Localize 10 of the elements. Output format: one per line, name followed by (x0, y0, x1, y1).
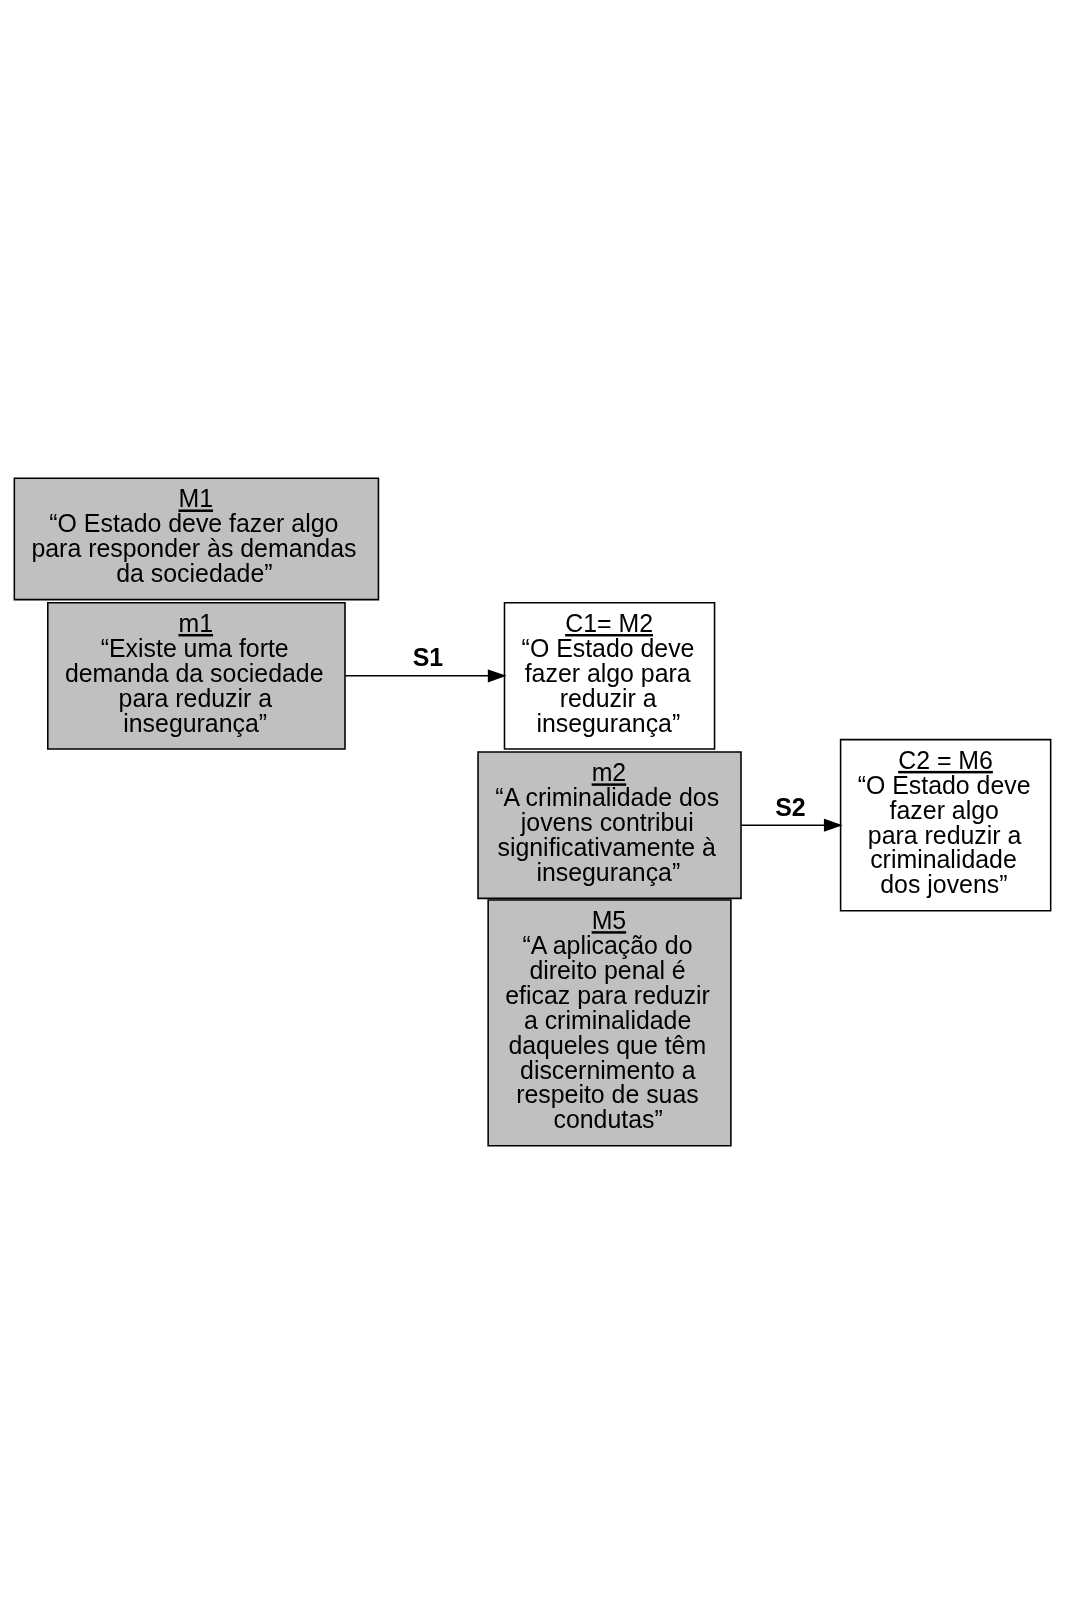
edge-label: S1 (412, 643, 444, 672)
node-box: M1 “O Estado deve fazer algo para responder às demandas da sociedade” (13, 477, 380, 601)
node-box: C1= M2 “O Estado deve fazer algo para reduzir a insegurança” (503, 601, 716, 750)
arrow (740, 818, 843, 832)
node-box: m1 “Existe uma forte demanda da sociedade para reduzir a insegurança” (47, 601, 346, 750)
edge-label: S2 (775, 792, 806, 821)
node-box: m2 “A criminalidade dos jovens contribui significativamente à insegurança” (477, 751, 742, 900)
arrow (344, 669, 507, 683)
node-box: M5 “A aplicação do direito penal é eficaz para reduzir a criminalidade daqueles que têm discernimento a respeito de suas condutas” (487, 899, 732, 1147)
node-box: C2 = M6 “O Estado deve fazer algo para reduzir a criminalidade dos jovens” (839, 738, 1052, 912)
